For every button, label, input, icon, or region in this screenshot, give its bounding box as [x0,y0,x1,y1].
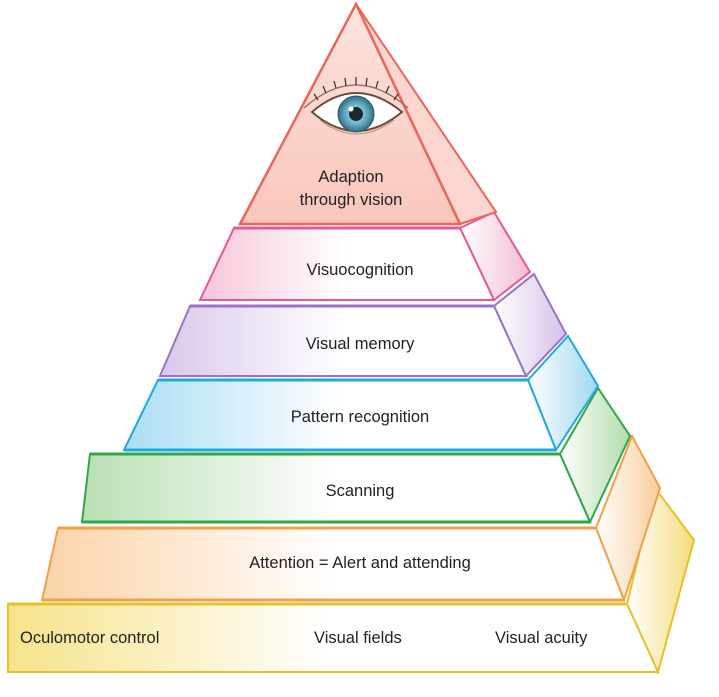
level-label-pattern-recognition: Pattern recognition [291,408,430,426]
level-pattern-recognition: Pattern recognition [122,334,600,453]
base-label-visual-fields: Visual fields [314,629,402,647]
level-visual-memory: Visual memory [158,272,568,378]
level-scanning: Scanning [80,386,632,525]
eye-icon [303,77,409,135]
level-label-visuocognition: Visuocognition [306,261,413,279]
level-base: Oculomotor control Visual fields Visual … [7,485,696,675]
level-label-visual-memory: Visual memory [306,335,416,353]
apex-label-line1: Adaption [318,168,383,186]
pyramid-apex: Adaption through vision [237,1,498,226]
level-label-scanning: Scanning [326,482,395,500]
apex-label-line2: through vision [300,191,403,209]
level-attention: Attention = Alert and attending [40,433,662,603]
base-label-oculomotor: Oculomotor control [20,629,159,647]
base-label-visual-acuity: Visual acuity [495,629,588,647]
level-visuocognition: Visuocognition [198,210,532,302]
level-label-attention: Attention = Alert and attending [249,554,471,572]
